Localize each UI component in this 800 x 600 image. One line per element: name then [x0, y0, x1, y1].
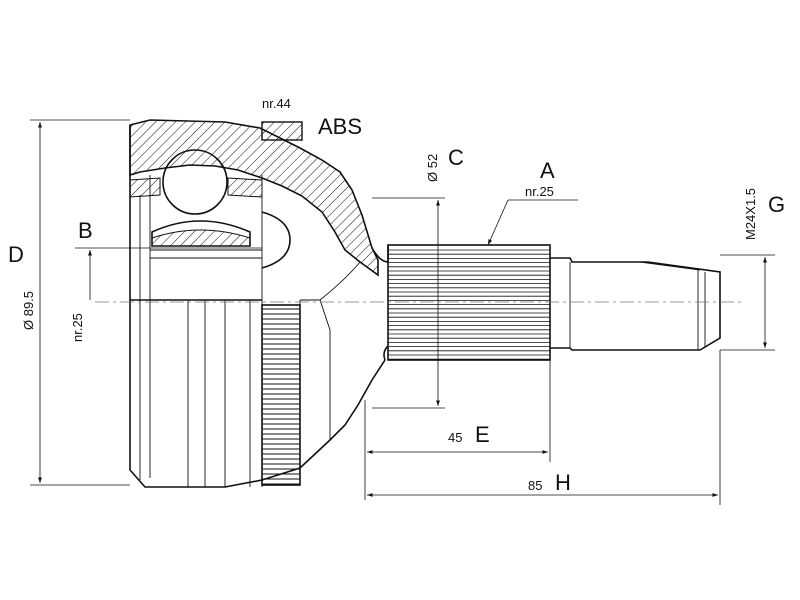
stub-shaft [387, 244, 721, 361]
dimension-h: 85 H [367, 350, 721, 505]
dimension-a: A nr.25 [487, 158, 578, 246]
abs-ring-outline [261, 304, 301, 486]
label-a: A [540, 158, 555, 183]
cage-right [227, 177, 263, 198]
dimension-b: B nr.25 [70, 218, 262, 342]
threaded-section [550, 257, 721, 351]
label-d: D [8, 242, 24, 267]
label-h: H [555, 470, 571, 495]
label-e: E [475, 422, 490, 447]
abs-callout: nr.44 ABS [262, 96, 362, 139]
splined-section [387, 244, 551, 361]
label-c-dim: Ø 52 [425, 154, 440, 182]
dimension-c: C Ø 52 [372, 145, 464, 409]
abs-ring [261, 121, 303, 486]
label-g-thread: M24X1.5 [743, 188, 758, 240]
label-a-splines: nr.25 [525, 184, 554, 199]
label-c: C [448, 145, 464, 170]
dimension-d: D Ø 89.5 [8, 119, 130, 486]
label-b: B [78, 218, 93, 243]
label-b-splines: nr.25 [70, 313, 85, 342]
label-e-dim: 45 [448, 430, 462, 445]
label-h-dim: 85 [528, 478, 542, 493]
label-abs: ABS [318, 114, 362, 139]
dimension-e: 45 E [364, 360, 551, 500]
housing-top-section [129, 119, 379, 277]
joint-housing [129, 119, 389, 488]
cage-left [129, 177, 161, 198]
inner-race-section [151, 229, 251, 247]
dimension-g: G M24X1.5 [720, 188, 785, 351]
label-g: G [768, 192, 785, 217]
label-d-dim: Ø 89.5 [21, 291, 36, 330]
abs-tab [261, 121, 303, 141]
ball [162, 149, 228, 215]
inner-race [151, 220, 251, 247]
label-abs-teeth: nr.44 [262, 96, 291, 111]
